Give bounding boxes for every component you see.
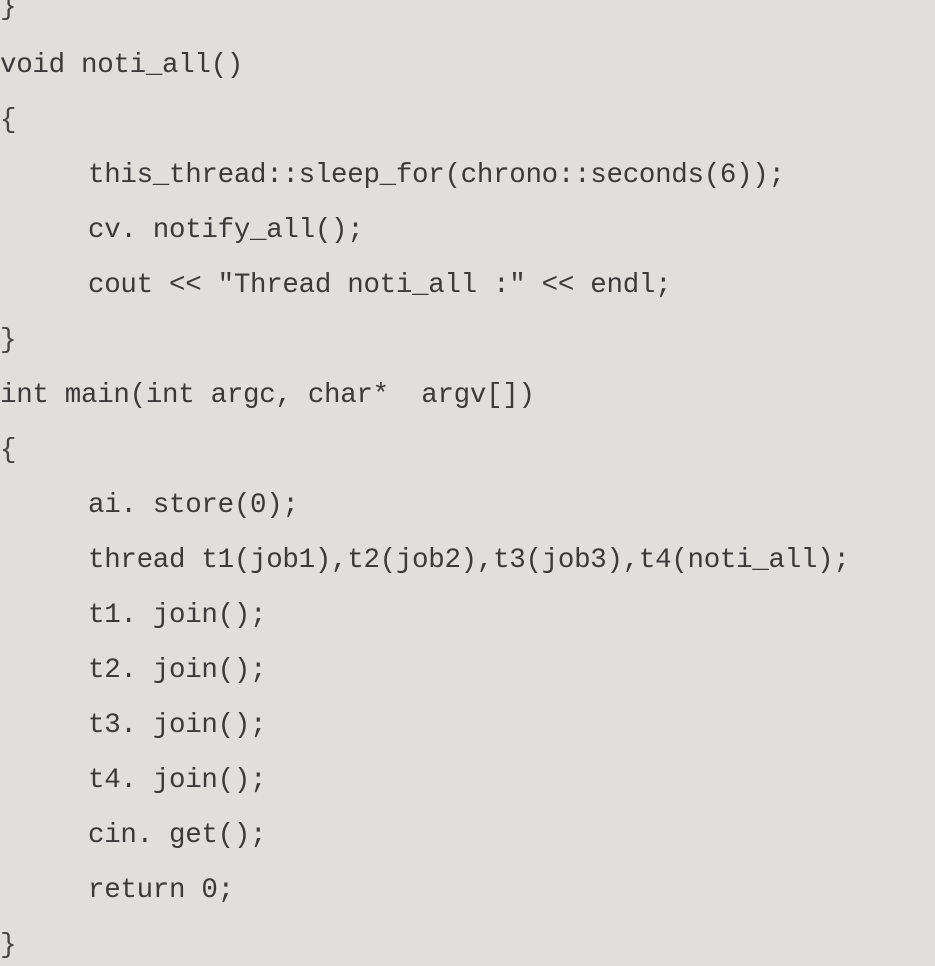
code-line-notify: cv. notify_all();	[88, 215, 364, 246]
code-line-cin-get: cin. get();	[88, 820, 267, 851]
code-line-closing-brace: }	[0, 930, 17, 961]
code-line-store: ai. store(0);	[88, 490, 299, 521]
code-line-join: t2. join();	[88, 655, 267, 686]
code-line-function-signature: void noti_all()	[0, 50, 244, 81]
code-line-join: t3. join();	[88, 710, 267, 741]
code-line-return: return 0;	[88, 875, 234, 906]
code-line-join: t1. join();	[88, 600, 267, 631]
code-line-cout: cout << "Thread noti_all :" << endl;	[88, 270, 672, 301]
code-line-opening-brace: {	[0, 435, 17, 466]
code-line-main-signature: int main(int argc, char* argv[])	[0, 380, 535, 411]
code-line-sleep: this_thread::sleep_for(chrono::seconds(6…	[88, 160, 785, 191]
code-line-closing-brace: }	[0, 325, 17, 356]
code-line-opening-brace: {	[0, 105, 17, 136]
code-line-closing-brace: }	[0, 0, 17, 23]
code-line-join: t4. join();	[88, 765, 267, 796]
code-line-thread-create: thread t1(job1),t2(job2),t3(job3),t4(not…	[88, 545, 850, 576]
